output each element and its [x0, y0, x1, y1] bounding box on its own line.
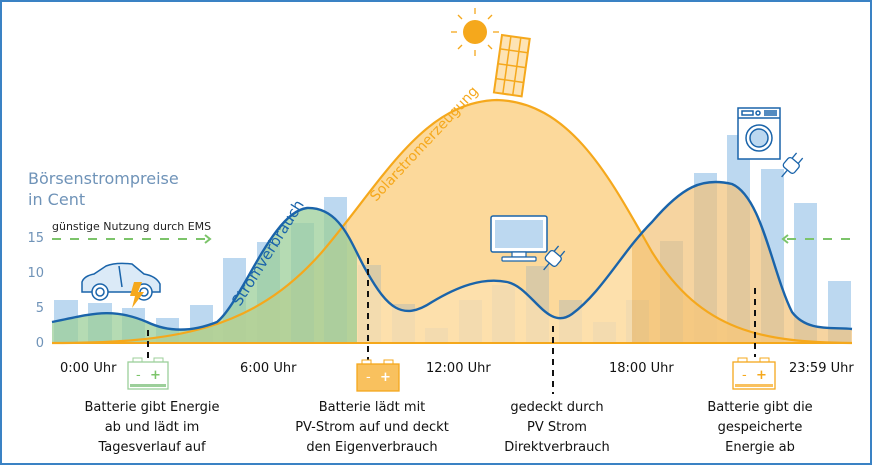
arrow-right-icon: [204, 234, 212, 244]
note-line: den Eigenverbrauch: [306, 440, 438, 455]
svg-text:-: -: [742, 368, 747, 383]
note-line: PV-Strom auf und deckt: [295, 420, 449, 435]
note-line: ab und lädt im: [104, 420, 200, 435]
arrow-left-icon: [781, 234, 789, 244]
note-line: Tagesverlauf auf: [98, 440, 206, 455]
y-tick-10: 10: [27, 266, 44, 281]
note-line: gedeckt durch: [510, 400, 604, 415]
note-pv-direct: gedeckt durch PV Strom Direktverbrauch: [492, 398, 622, 458]
y-axis-title: Börsenstrompreise in Cent: [28, 168, 179, 210]
solar-panel-icon: [492, 33, 531, 98]
svg-text:-: -: [366, 370, 371, 385]
note-line: Energie ab: [725, 440, 795, 455]
note-line: Direktverbrauch: [504, 440, 610, 455]
battery-icon-charging: - +: [356, 359, 400, 392]
lightning-icon: [130, 282, 144, 308]
x-label-2359: 23:59 Uhr: [789, 361, 854, 376]
time-markers: [147, 258, 756, 394]
solar-curve: [51, 98, 853, 345]
note-battery-release: Batterie gibt die gespeicherte Energie a…: [690, 398, 830, 458]
note-line: Batterie gibt die: [707, 400, 813, 415]
battery-icon-green: - +: [127, 357, 169, 390]
note-line: Batterie gibt Energie: [84, 400, 220, 415]
y-tick-15: 15: [27, 231, 44, 246]
x-label-1800: 18:00 Uhr: [609, 361, 674, 376]
y-tick-5: 5: [35, 301, 44, 316]
x-label-0000: 0:00 Uhr: [60, 361, 117, 376]
tv-icon: [490, 215, 548, 262]
y-axis-title-line1: Börsenstrompreise: [28, 169, 179, 188]
x-label-1200: 12:00 Uhr: [426, 361, 491, 376]
plug-icon-2: [781, 152, 804, 178]
note-line: gespeicherte: [717, 420, 803, 435]
y-tick-0: 0: [35, 336, 44, 351]
svg-text:-: -: [136, 368, 141, 383]
sun-icon: [451, 8, 499, 56]
battery-icon-discharging: - +: [732, 357, 776, 390]
svg-text:+: +: [756, 368, 767, 383]
note-battery-pv-charge: Batterie lädt mit PV-Strom auf und deckt…: [287, 398, 457, 458]
washing-machine-icon: [737, 107, 781, 160]
note-battery-discharge-charge: Batterie gibt Energie ab und lädt im Tag…: [72, 398, 232, 458]
svg-text:+: +: [380, 370, 391, 385]
note-line: Batterie lädt mit: [318, 400, 426, 415]
consumption-curve: [51, 180, 853, 331]
y-axis-title-line2: in Cent: [28, 190, 86, 209]
plug-icon: [543, 245, 566, 271]
ems-label: günstige Nutzung durch EMS: [52, 220, 212, 233]
x-label-0600: 6:00 Uhr: [240, 361, 297, 376]
svg-text:+: +: [150, 368, 161, 383]
note-line: PV Strom: [527, 420, 587, 435]
electric-car-icon: [81, 262, 161, 301]
